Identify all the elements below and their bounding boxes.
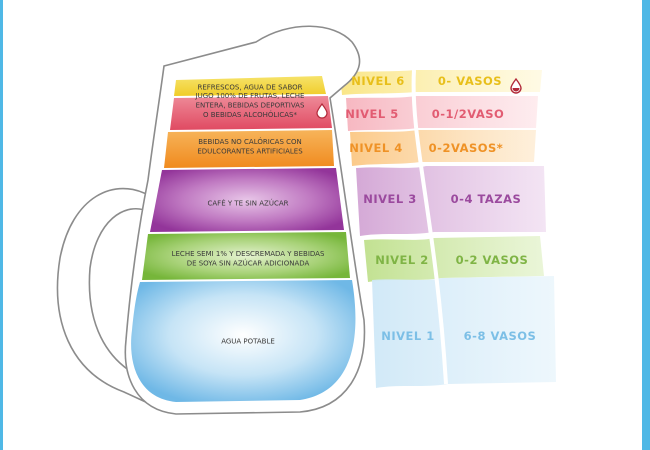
- band-label-level-2-line-2: DE SOYA SIN AZÚCAR ADICIONADA: [187, 258, 310, 267]
- level-ribbon-2: [364, 236, 544, 282]
- level-amount-1: 6-8 VASOS: [464, 329, 537, 343]
- band-label-level-2-line-1: LECHE SEMI 1% Y DESCREMADA Y BEBIDAS: [172, 250, 325, 258]
- level-ribbon-1: [372, 276, 556, 388]
- level-ribbon-5: [346, 96, 538, 131]
- level-amount-4: 0-2VASOS*: [429, 141, 504, 155]
- level-label-2: NIVEL 2: [375, 253, 429, 267]
- level-ribbon-4: [350, 130, 536, 166]
- drop-icon: [316, 102, 328, 119]
- band-label-level-4-line-1: BEBIDAS NO CALÓRICAS CON: [198, 137, 302, 146]
- level-ribbon-6: [340, 70, 542, 95]
- level-label-1: NIVEL 1: [381, 329, 435, 343]
- ribbon-separator: [411, 69, 448, 385]
- level-amount-5: 0-1/2VASO: [432, 107, 505, 121]
- level-amount-2: 0-2 VASOS: [456, 253, 529, 267]
- band-label-level-3-line-1: CAFÉ Y TE SIN AZÚCAR: [208, 199, 289, 208]
- level-ribbon-3: [356, 166, 546, 236]
- band-level-1: [131, 280, 356, 402]
- band-level-2: [142, 232, 350, 280]
- level-label-4: NIVEL 4: [349, 141, 403, 155]
- band-label-level-5-line-3: O BEBIDAS ALCOHÓLICAS*: [203, 110, 297, 119]
- level-amount-3: 0-4 TAZAS: [451, 192, 522, 206]
- band-label-level-4-line-2: EDULCORANTES ARTIFICIALES: [197, 147, 303, 155]
- level-label-3: NIVEL 3: [363, 192, 417, 206]
- jug-handle: [56, 187, 153, 406]
- level-label-5: NIVEL 5: [345, 107, 399, 121]
- band-level-3: [150, 168, 344, 232]
- drop-icon: [512, 88, 520, 92]
- band-label-level-5-line-1: JUGO 100% DE FRUTAS, LECHE: [195, 92, 305, 100]
- band-level-5: [170, 96, 332, 130]
- band-label-level-1-line-1: AGUA POTABLE: [221, 338, 275, 346]
- band-label-level-5-line-2: ENTERA, BEBIDAS DEPORTIVAS: [196, 102, 305, 110]
- level-amount-6: 0- VASOS: [438, 74, 502, 88]
- band-level-4: [164, 130, 334, 168]
- level-label-6: NIVEL 6: [351, 74, 405, 88]
- band-level-6: [174, 76, 326, 96]
- left-edge-stripe: [0, 0, 3, 450]
- band-label-level-6-line-1: REFRESCOS, AGUA DE SABOR: [197, 84, 302, 92]
- right-edge-stripe: [642, 0, 650, 450]
